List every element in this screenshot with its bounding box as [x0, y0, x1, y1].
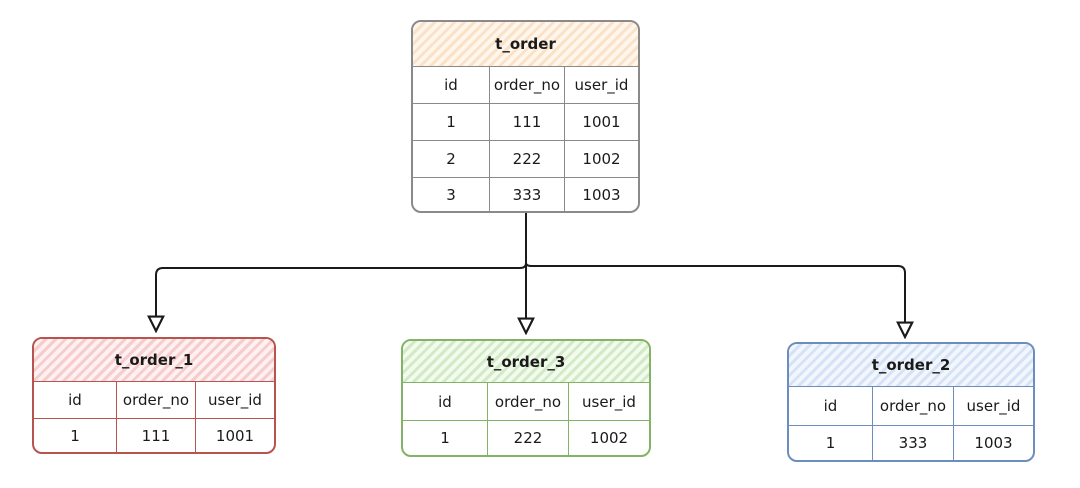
column-header: order_no: [873, 387, 954, 425]
header-row: id order_no user_id: [403, 383, 649, 421]
table-cell: 333: [490, 178, 565, 211]
table-cell: 1002: [582, 150, 621, 168]
column-header: user_id: [574, 76, 629, 94]
column-header: id: [34, 382, 117, 418]
shard-table-2: t_order_2 id order_no user_id 1 333 1003: [787, 342, 1035, 462]
table-cell: 1003: [582, 185, 621, 204]
column-header: order_no: [490, 67, 565, 103]
table-cell: 1001: [582, 113, 621, 131]
column-header: user_id: [582, 392, 636, 411]
table-title: t_order_1: [34, 339, 274, 382]
table-cell: 2: [413, 141, 490, 177]
connector-to-t_order_2: [525, 262, 905, 337]
table-row: 1 222 1002: [403, 421, 649, 455]
table-cell: 3: [413, 178, 490, 211]
table-row: 1 111 1001: [413, 104, 638, 141]
table-cell: 1: [34, 419, 117, 452]
table-cell: 111: [117, 419, 196, 452]
table-cell: 1002: [589, 429, 629, 447]
column-header: user_id: [208, 391, 262, 409]
table-cell: 1: [413, 104, 490, 140]
table-title: t_order: [413, 22, 638, 67]
source-table: t_order id order_no user_id 1 111 1001 2…: [411, 20, 640, 213]
column-header: order_no: [488, 383, 569, 420]
table-cell: 333: [873, 426, 954, 460]
table-cell: 111: [490, 104, 565, 140]
column-header: user_id: [966, 397, 1021, 415]
table-cell: 1: [789, 426, 873, 460]
table-cell: 222: [490, 141, 565, 177]
shard-table-3: t_order_3 id order_no user_id 1 222 1002: [401, 339, 651, 457]
column-header: order_no: [117, 382, 196, 418]
table-row: 3 333 1003: [413, 178, 638, 211]
header-row: id order_no user_id: [34, 382, 274, 419]
table-cell: 222: [488, 421, 569, 455]
table-row: 1 111 1001: [34, 419, 274, 452]
shard-table-1: t_order_1 id order_no user_id 1 111 1001: [32, 337, 276, 454]
column-header: id: [413, 67, 490, 103]
column-header: id: [789, 387, 873, 425]
table-cell: 1003: [974, 434, 1013, 452]
header-row: id order_no user_id: [413, 67, 638, 104]
table-cell: 1001: [215, 426, 255, 445]
header-row: id order_no user_id: [789, 387, 1033, 426]
column-header: id: [403, 383, 488, 420]
connector-to-t_order_1: [156, 262, 527, 331]
table-title: t_order_2: [789, 344, 1033, 387]
table-cell: 1: [403, 421, 488, 455]
table-row: 1 333 1003: [789, 426, 1033, 460]
table-row: 2 222 1002: [413, 141, 638, 178]
table-title: t_order_3: [403, 341, 649, 383]
